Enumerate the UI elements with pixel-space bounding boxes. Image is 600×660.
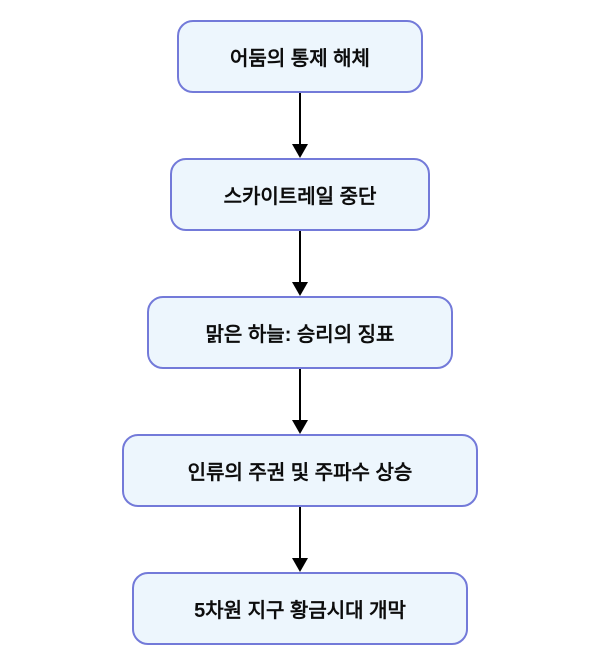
flow-node-2: 스카이트레일 중단 [170,158,430,231]
arrow-4-to-5 [292,507,308,572]
flow-node-2-label: 스카이트레일 중단 [223,186,377,208]
flow-node-5: 5차원 지구 황금시대 개막 [132,572,468,645]
arrow-down-icon [292,558,308,572]
flow-node-1: 어둠의 통제 해체 [177,20,423,93]
flowchart: 어둠의 통제 해체 스카이트레일 중단 맑은 하늘: 승리의 징표 인류의 주권… [122,20,478,645]
arrow-line [299,369,301,420]
flow-node-3: 맑은 하늘: 승리의 징표 [147,296,453,369]
flow-node-4-label: 인류의 주권 및 주파수 상승 [187,462,413,484]
arrow-line [299,231,301,282]
arrow-down-icon [292,420,308,434]
flow-node-4: 인류의 주권 및 주파수 상승 [122,434,478,507]
arrow-3-to-4 [292,369,308,434]
arrow-2-to-3 [292,231,308,296]
arrow-down-icon [292,144,308,158]
arrow-1-to-2 [292,93,308,158]
arrow-down-icon [292,282,308,296]
flow-node-3-label: 맑은 하늘: 승리의 징표 [205,324,395,346]
arrow-line [299,507,301,558]
arrow-line [299,93,301,144]
flow-node-1-label: 어둠의 통제 해체 [230,48,370,70]
flow-node-5-label: 5차원 지구 황금시대 개막 [194,600,406,622]
